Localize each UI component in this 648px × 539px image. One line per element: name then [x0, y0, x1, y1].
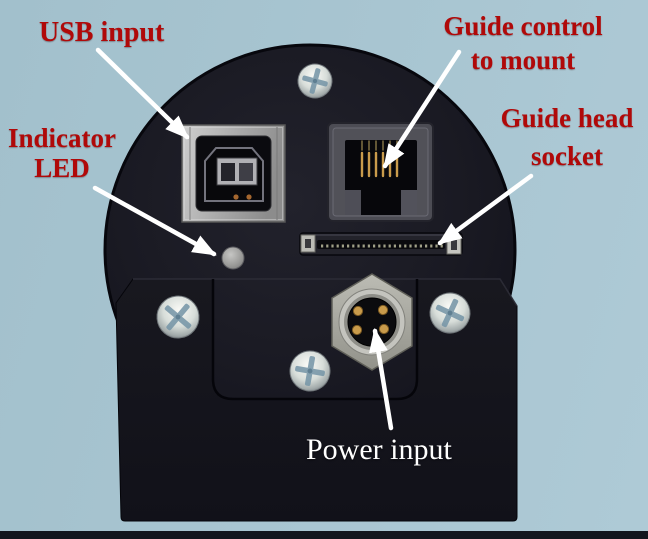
label-indicator-led: Indicator LED — [0, 123, 124, 183]
power-connector — [331, 273, 413, 371]
screw-bracket-right — [429, 292, 471, 334]
guide-head-socket — [299, 232, 463, 256]
usb-pin — [246, 194, 252, 200]
usb-pin — [233, 194, 239, 200]
label-guide-head-line2: socket — [531, 141, 603, 171]
label-power-input: Power input — [306, 433, 452, 466]
power-pin — [377, 304, 389, 316]
label-indicator-led-line1: Indicator — [8, 123, 116, 153]
label-indicator-led-line2: LED — [34, 153, 90, 183]
label-guide-control-line2: to mount — [470, 45, 576, 75]
arrow-guide-head — [437, 173, 534, 246]
arrow-usb-input — [95, 47, 190, 140]
screw-bottom — [289, 350, 331, 392]
label-guide-control-line1: Guide control — [443, 11, 603, 41]
label-guide-head-socket: Guide head socket — [478, 99, 648, 175]
arrow-indicator-led — [92, 185, 217, 257]
screw-bracket-left — [156, 295, 200, 339]
photo-bottom-edge — [0, 531, 648, 539]
power-face — [347, 297, 397, 347]
indicator-led — [221, 246, 245, 270]
power-pin — [378, 323, 390, 335]
label-guide-head-line1: Guide head — [500, 103, 634, 133]
arrow-power-input — [369, 328, 394, 431]
bracket-notch-edge — [211, 279, 419, 401]
power-pin — [352, 305, 364, 317]
label-usb-input: USB input — [39, 17, 165, 48]
arrow-guide-control — [382, 49, 462, 169]
rj-pins — [360, 140, 399, 178]
guide-port-rj11 — [327, 122, 434, 222]
usb-port — [181, 124, 286, 223]
screw-top — [297, 63, 333, 99]
label-guide-control: Guide control to mount — [421, 9, 625, 77]
power-pin — [351, 324, 363, 336]
